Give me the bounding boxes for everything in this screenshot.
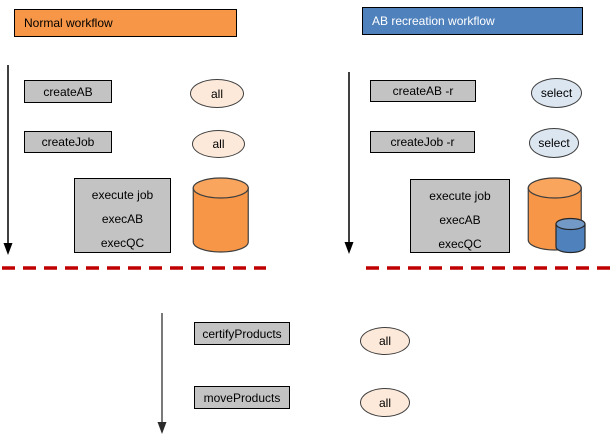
arrow-head bbox=[3, 243, 13, 255]
move-products-box: moveProducts bbox=[194, 386, 290, 409]
cylinder-body bbox=[192, 187, 249, 253]
cylinder-body bbox=[555, 223, 586, 254]
create-job-r-box: createJob -r bbox=[370, 131, 475, 153]
certify-products-scope-ellipse: all bbox=[360, 327, 410, 355]
post-processing-timeline-arrow bbox=[157, 313, 167, 434]
create-ab-scope-ellipse: all bbox=[190, 79, 244, 108]
subset-database-cylinder-blue bbox=[555, 217, 586, 254]
cylinder-top bbox=[555, 217, 586, 231]
recreation-workflow-timeline-arrow bbox=[344, 72, 354, 254]
execute-job-box: execute job execAB execQC bbox=[74, 178, 171, 253]
cylinder-top bbox=[527, 177, 582, 199]
exec-ab-label: execAB bbox=[101, 212, 144, 226]
execute-job-title: execute job bbox=[91, 188, 154, 202]
exec-ab-label: execAB bbox=[439, 213, 481, 227]
create-job-r-scope-ellipse: select bbox=[529, 128, 579, 158]
create-ab-box: createAB bbox=[24, 80, 112, 103]
create-job-box: createJob bbox=[24, 131, 112, 153]
certify-products-box: certifyProducts bbox=[194, 322, 290, 345]
create-job-scope-ellipse: all bbox=[192, 130, 245, 158]
normal-workflow-timeline-arrow bbox=[3, 65, 13, 255]
ab-recreation-workflow-header: AB recreation workflow bbox=[362, 7, 583, 35]
exec-qc-label: execQC bbox=[100, 236, 145, 250]
execute-job-r-box: execute job execAB execQC bbox=[410, 179, 510, 253]
execute-job-title: execute job bbox=[429, 189, 491, 203]
move-products-scope-ellipse: all bbox=[360, 388, 410, 417]
cylinder-top bbox=[192, 177, 249, 199]
arrow-head bbox=[344, 242, 354, 254]
exec-qc-label: execQC bbox=[438, 237, 482, 251]
arrow-head bbox=[157, 422, 167, 434]
full-database-cylinder bbox=[192, 177, 249, 253]
normal-workflow-header: Normal workflow bbox=[14, 9, 237, 37]
create-ab-r-box: createAB -r bbox=[370, 80, 476, 102]
create-ab-r-scope-ellipse: select bbox=[531, 78, 582, 108]
phase-separator-dashed-line bbox=[2, 266, 611, 270]
